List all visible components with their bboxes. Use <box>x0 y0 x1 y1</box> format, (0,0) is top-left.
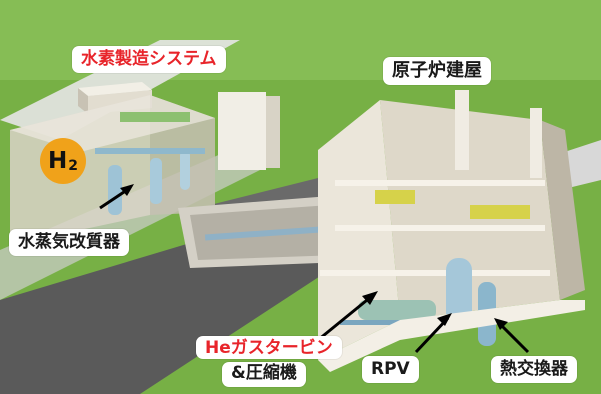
reactor-floor-1 <box>335 180 545 186</box>
hydrogen-tower-side <box>266 96 280 168</box>
arrowhead-heat-exchanger <box>494 318 508 330</box>
hydrogen-building-roof <box>10 95 215 152</box>
vessel-3 <box>180 150 190 190</box>
arrowhead-steam-reformer <box>120 184 134 196</box>
pipe-rack <box>95 148 205 154</box>
he-gas-turbine-label: Heガスタービン <box>196 336 342 359</box>
compressor-label: &圧縮機 <box>222 362 306 387</box>
stack-2 <box>530 108 542 178</box>
he-gas-turbine-text: Heガスタービン <box>205 338 333 358</box>
reactor-building-label: 原子炉建屋 <box>383 57 491 85</box>
arrowhead-rpv <box>437 313 452 326</box>
stack-1 <box>455 90 469 170</box>
rpv-label: RPV <box>362 356 419 383</box>
reactor-floor-2 <box>335 225 545 231</box>
hydrogen-tower <box>218 92 266 170</box>
h2-symbol: H <box>48 148 68 174</box>
reactor-right-wall <box>540 120 585 300</box>
steam-reformer-label: 水蒸気改質器 <box>9 229 129 256</box>
h2-subscript: 2 <box>68 158 78 174</box>
small-building-top <box>78 82 152 96</box>
green-equipment <box>120 112 190 122</box>
small-building-side <box>78 88 88 114</box>
reactor-floor-3 <box>320 270 550 276</box>
arrowhead-turbine <box>362 291 378 305</box>
vessel-1 <box>108 165 122 215</box>
turbine-unit <box>358 300 436 320</box>
vessel-2 <box>150 158 162 204</box>
yellow-equipment-1 <box>375 190 415 204</box>
reactor-foundation <box>318 300 585 372</box>
trench-pipe <box>204 225 336 241</box>
heat-exchanger-label: 熱交換器 <box>491 356 577 383</box>
hydrogen-system-label: 水素製造システム <box>72 46 226 73</box>
arrow-turbine <box>317 294 373 342</box>
yellow-equipment-2 <box>470 205 530 219</box>
